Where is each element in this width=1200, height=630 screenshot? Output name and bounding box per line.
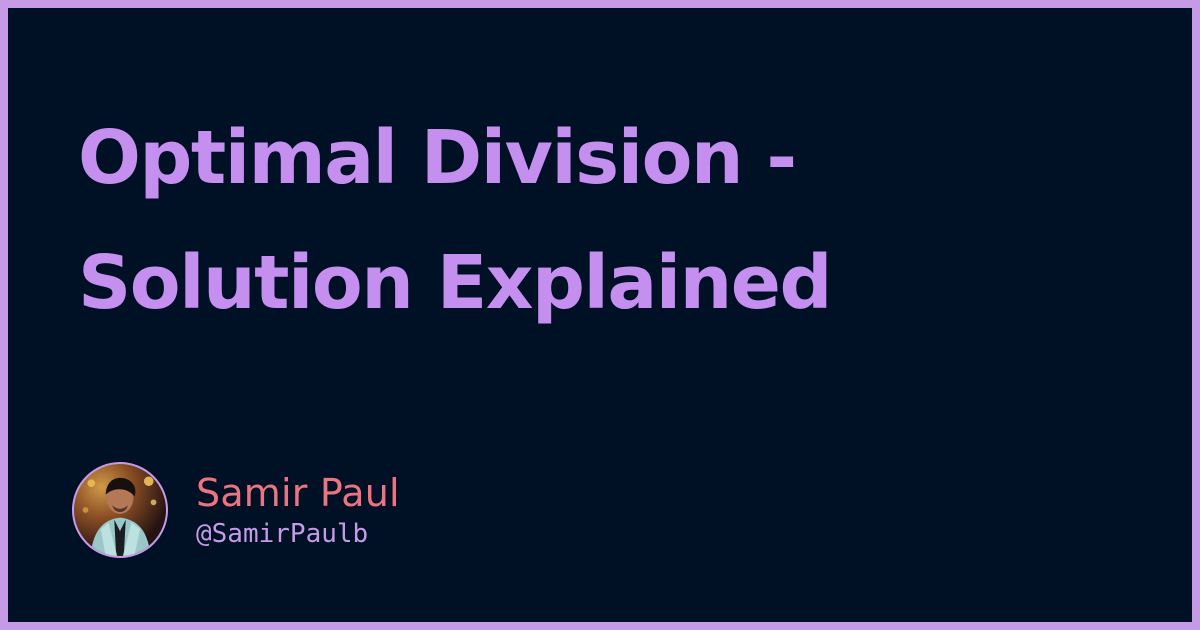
profile-photo-icon (82, 476, 157, 556)
title-line-2: Solution Explained (78, 240, 832, 326)
avatar (72, 462, 168, 558)
author-block: Samir Paul @SamirPaulb (72, 460, 400, 560)
author-handle: @SamirPaulb (196, 519, 369, 549)
page-title: Optimal Division - Solution Explained (78, 96, 1078, 346)
author-text: Samir Paul @SamirPaulb (196, 470, 400, 550)
author-name: Samir Paul (196, 471, 400, 515)
title-line-1: Optimal Division - (78, 115, 797, 201)
